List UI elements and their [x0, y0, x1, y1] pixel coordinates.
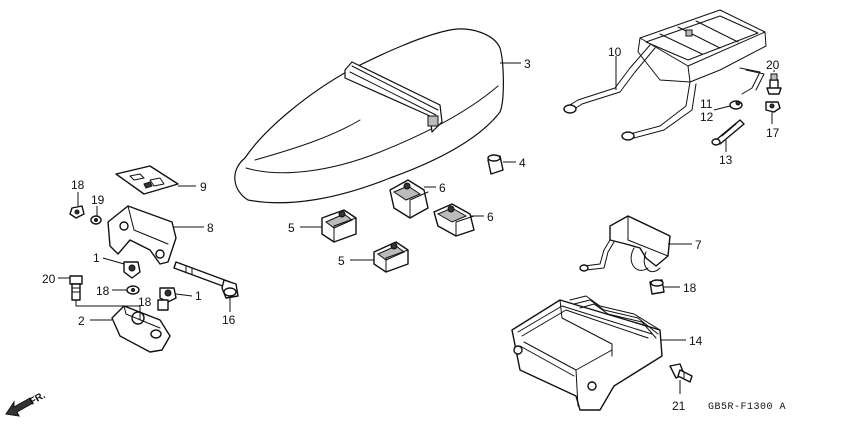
- bolt-15-part: [711, 119, 745, 146]
- callout-2: 2: [78, 314, 85, 328]
- cushion-5-lower-part: [373, 241, 409, 273]
- callout-15: 13: [719, 153, 733, 167]
- callouts: 3 4 6 6 5 5 9 18 19 8 1 1 16 20 18 18 2: [42, 45, 786, 413]
- callout-5-upper: 5: [288, 221, 295, 235]
- callout-1-lower: 1: [195, 289, 202, 303]
- nut-1-upper-part: [123, 261, 141, 279]
- cushion-6-lower-part: [433, 203, 475, 237]
- plate-9-part: [115, 165, 179, 195]
- callout-18-right: 18: [683, 281, 697, 295]
- battery-case-13-part: [511, 295, 663, 411]
- callout-4: 4: [519, 156, 526, 170]
- rubber-4-part: [487, 154, 504, 175]
- callout-19: 19: [91, 193, 105, 207]
- callout-5-lower: 5: [338, 254, 345, 268]
- bracket-8-part: [107, 205, 177, 265]
- callout-17: 17: [766, 126, 780, 140]
- rubber-18-right-part: [649, 279, 665, 295]
- callout-20-top: 20: [766, 58, 780, 72]
- bolt-20-left-part: [69, 275, 83, 301]
- callout-13: 14: [689, 334, 703, 348]
- callout-14: 16: [222, 313, 236, 327]
- callout-10: 10: [608, 45, 622, 59]
- rubber-18-bottom-part: [157, 299, 169, 311]
- nut-1-lower-part: [159, 287, 177, 303]
- rubber-18-left-part: [126, 285, 140, 295]
- bracket-7-part: [579, 215, 671, 273]
- callout-6-upper: 6: [439, 181, 446, 195]
- callout-12: 12: [700, 110, 714, 124]
- callout-16: 18: [71, 178, 85, 192]
- front-direction-icon: FR.: [5, 390, 48, 417]
- callout-7: 7: [695, 238, 702, 252]
- seat-part: [234, 28, 504, 204]
- callout-6-lower: 6: [487, 210, 494, 224]
- callout-1-upper: 1: [93, 251, 100, 265]
- callout-11: 11: [700, 97, 713, 111]
- cushion-6-upper-part: [389, 179, 429, 219]
- callout-21: 21: [672, 399, 686, 413]
- callout-8: 8: [207, 221, 214, 235]
- washer-19-part: [90, 215, 102, 225]
- bolt-20-top-part: [766, 73, 782, 95]
- cushion-5-upper-part: [321, 209, 357, 243]
- carrier-part: [563, 9, 767, 141]
- callout-9: 9: [200, 180, 207, 194]
- bolt-21-part: [669, 363, 693, 383]
- drawing-code-label: GB5R-F1300 A: [708, 402, 786, 413]
- callout-18-bottom: 18: [138, 295, 152, 309]
- callout-20-left: 20: [42, 272, 56, 286]
- bolt-14-part: [173, 261, 239, 299]
- callout-18-left: 18: [96, 284, 110, 298]
- nut-16-part: [69, 205, 85, 219]
- callout-3: 3: [524, 57, 531, 71]
- nut-17-part: [765, 101, 781, 113]
- stay-2-part: [111, 305, 171, 353]
- front-marker-label: FR.: [28, 390, 48, 408]
- nut-washer-part: [729, 100, 743, 110]
- assembly-link-line: [75, 299, 141, 321]
